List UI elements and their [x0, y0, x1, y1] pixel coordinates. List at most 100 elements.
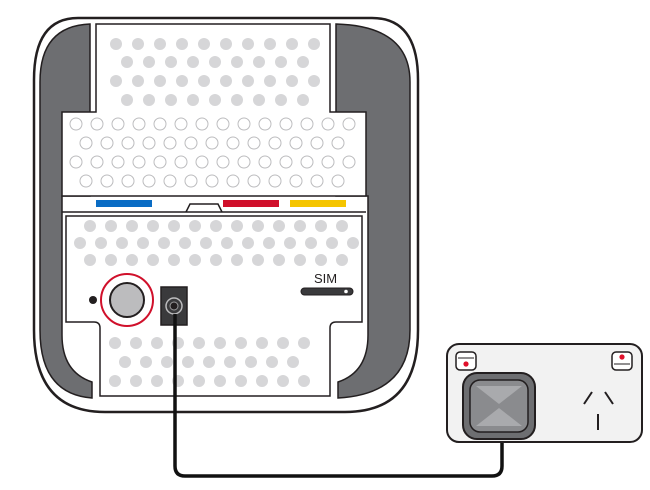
sim-slot-release-dot — [344, 289, 348, 294]
vent-hole — [174, 117, 188, 131]
vent-hole — [209, 56, 221, 68]
vent-hole — [161, 356, 173, 368]
vent-hole — [109, 375, 121, 387]
vent-hole — [256, 375, 268, 387]
vent-hole — [69, 155, 83, 169]
vent-hole — [268, 174, 282, 188]
vent-hole — [277, 337, 289, 349]
vent-hole — [245, 356, 257, 368]
vent-hole — [126, 254, 138, 266]
vent-hole — [110, 75, 122, 87]
vent-hole — [193, 375, 205, 387]
vent-hole — [193, 337, 205, 349]
vent-hole — [163, 174, 177, 188]
outlet-switch-left[interactable] — [455, 351, 477, 371]
vent-holes-top-filled — [110, 38, 320, 106]
vent-hole — [79, 174, 93, 188]
vent-hole — [231, 94, 243, 106]
vent-hole — [315, 254, 327, 266]
vent-hole — [79, 136, 93, 150]
outlet-switch-right[interactable] — [611, 351, 633, 371]
vent-hole — [256, 337, 268, 349]
vent-hole — [198, 38, 210, 50]
vent-hole — [235, 337, 247, 349]
vent-hole — [289, 136, 303, 150]
vent-hole — [273, 220, 285, 232]
vent-hole — [209, 94, 221, 106]
vent-hole — [158, 237, 170, 249]
vent-hole — [132, 117, 146, 131]
vent-hole — [126, 220, 138, 232]
vent-hole — [275, 94, 287, 106]
vent-hole — [231, 56, 243, 68]
vent-hole — [130, 337, 142, 349]
port-indicator-blue — [96, 200, 152, 207]
port-strip-notch — [185, 203, 223, 213]
vent-hole — [300, 155, 314, 169]
vent-hole — [84, 220, 96, 232]
vent-hole — [224, 356, 236, 368]
vent-hole — [310, 174, 324, 188]
vent-hole — [331, 136, 345, 150]
wall-outlet-icon — [446, 343, 643, 443]
empty-socket-icon — [583, 391, 614, 430]
port-indicator-yellow — [290, 200, 346, 207]
vent-hole — [286, 38, 298, 50]
vent-hole — [268, 136, 282, 150]
vent-hole — [305, 237, 317, 249]
outlet-indicator-right — [619, 354, 625, 360]
vent-hole — [111, 155, 125, 169]
vent-hole — [142, 136, 156, 150]
vent-hole — [294, 220, 306, 232]
vent-hole — [347, 237, 359, 249]
vent-hole — [168, 254, 180, 266]
vent-holes-bottom-filled — [109, 337, 310, 387]
vent-hole — [95, 237, 107, 249]
vent-hole — [119, 356, 131, 368]
vent-hole — [247, 174, 261, 188]
vent-hole — [105, 220, 117, 232]
vent-hole — [174, 155, 188, 169]
vent-hole — [109, 337, 121, 349]
vent-hole — [110, 38, 122, 50]
vent-hole — [184, 174, 198, 188]
vent-hole — [258, 155, 272, 169]
vent-hole — [298, 375, 310, 387]
vent-hole — [275, 56, 287, 68]
vent-hole — [189, 220, 201, 232]
vent-hole — [200, 237, 212, 249]
vent-hole — [264, 38, 276, 50]
power-plug-bottom-facet — [476, 408, 522, 426]
vent-hole — [279, 155, 293, 169]
vent-hole — [226, 174, 240, 188]
outlet-indicator-left — [463, 361, 469, 367]
reset-button-icon[interactable] — [109, 282, 145, 318]
vent-hole — [235, 375, 247, 387]
vent-hole — [130, 375, 142, 387]
vent-hole — [287, 356, 299, 368]
vent-hole — [189, 254, 201, 266]
vent-hole — [84, 254, 96, 266]
vent-hole — [165, 56, 177, 68]
router-top-panel — [61, 23, 367, 197]
vent-hole — [216, 117, 230, 131]
vent-hole — [231, 254, 243, 266]
vent-hole — [168, 220, 180, 232]
vent-hole — [121, 174, 135, 188]
vent-hole — [105, 254, 117, 266]
vent-hole — [90, 155, 104, 169]
sim-slot-icon[interactable] — [300, 287, 354, 296]
status-led-icon — [89, 296, 97, 304]
vent-hole — [252, 254, 264, 266]
vent-hole — [154, 38, 166, 50]
power-plug-top-facet — [476, 386, 522, 404]
vent-hole — [121, 136, 135, 150]
vent-hole — [216, 155, 230, 169]
vent-holes-middle-open — [69, 117, 356, 188]
vent-hole — [195, 155, 209, 169]
vent-hole — [297, 94, 309, 106]
vent-hole — [140, 356, 152, 368]
vent-hole — [336, 254, 348, 266]
vent-hole — [154, 75, 166, 87]
vent-hole — [143, 94, 155, 106]
